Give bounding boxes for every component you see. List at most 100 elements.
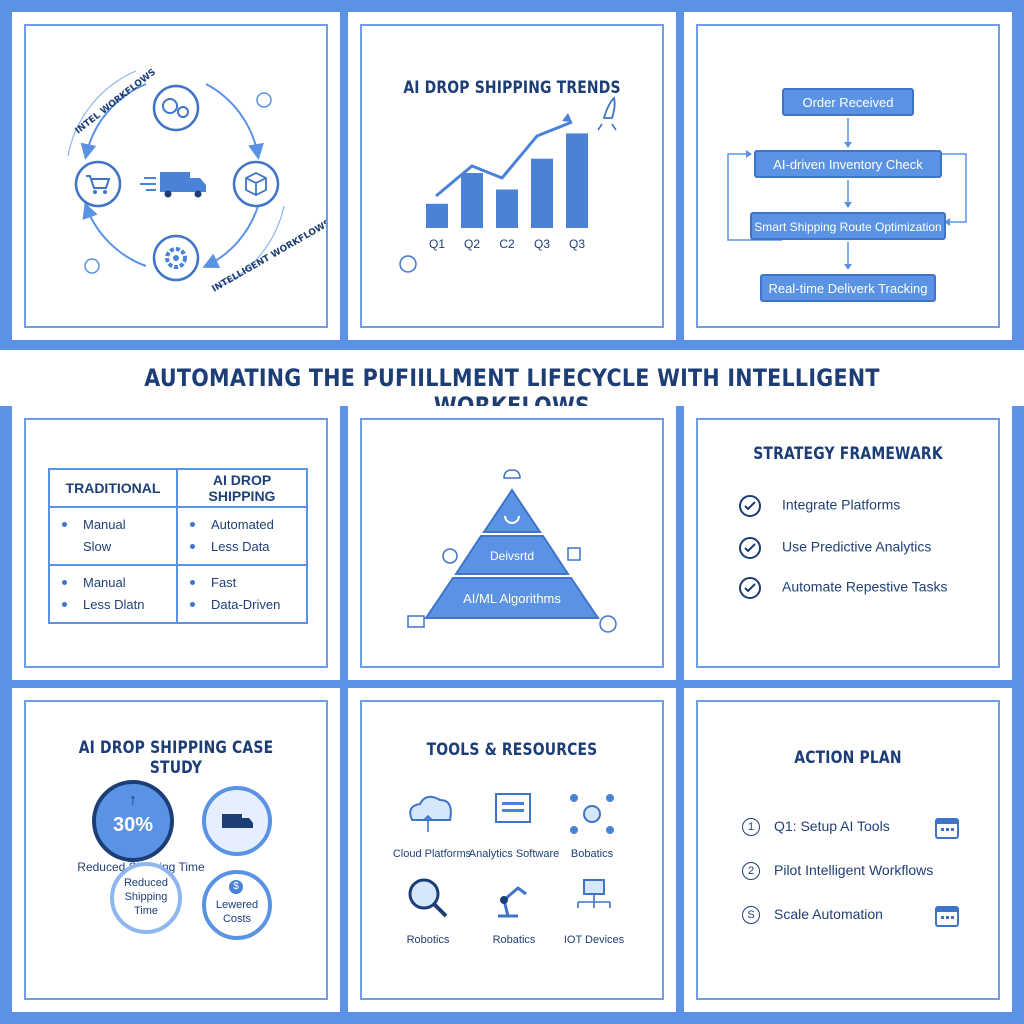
chart-bar	[461, 173, 483, 228]
tool-label: Robotics	[406, 934, 450, 946]
tile-strategy: STRATEGY FRAMEWARK Integrate Platforms U…	[684, 406, 1012, 680]
arrow-up-icon: ↑	[129, 792, 137, 809]
reduced-circle-label: Reduced Shipping Time	[123, 877, 169, 917]
table-cell: Manual Slow	[48, 506, 178, 566]
title-band	[0, 350, 1024, 406]
brain-icon	[399, 255, 417, 273]
tile-action: ACTION PLAN 1 Q1: Setup AI Tools 2 Pilot I…	[684, 688, 1012, 1012]
monitor-icon	[407, 615, 425, 628]
comparison-header-traditional: TRADITIONAL	[48, 468, 178, 508]
action-step: 2 Pilot Intelligent Workflows	[742, 862, 934, 881]
gears-icon	[152, 84, 200, 132]
chart-category-label: Q2	[464, 237, 480, 251]
step-number: 1	[742, 818, 760, 837]
cloud-icon	[409, 795, 452, 832]
tile-flow: Order Received AI-driven Inventory Check…	[684, 12, 1012, 340]
cycle-top-label: INTEL WORKFLOWS	[74, 67, 158, 136]
tile-tools: TOOLS & RESOURCES Cloud Platforms Analyt…	[348, 688, 676, 1012]
user-gear-icon	[599, 615, 617, 633]
chart-bar	[566, 133, 588, 228]
pyramid-top	[482, 488, 542, 533]
step-text: Pilot Intelligent Workflows	[774, 862, 934, 878]
action-panel: ACTION PLAN 1 Q1: Setup AI Tools 2 Pilot I…	[696, 700, 1000, 1000]
tool-label: Robatics	[492, 934, 536, 946]
step-number: 2	[742, 862, 760, 881]
check-circle-icon	[739, 577, 761, 599]
truck-icon	[140, 172, 206, 198]
truck-icon	[222, 814, 253, 828]
brain-icon	[442, 548, 458, 564]
stat-circle: ↑ 30%	[92, 780, 174, 862]
calendar-icon	[935, 906, 959, 927]
pyramid-middle-label: Deivsrtd	[490, 549, 534, 563]
cell-text: Automated	[211, 517, 274, 532]
tile-comparison: TRADITIONAL AI DROP SHIPPING Manual Slow…	[12, 406, 340, 680]
reduced-circle: Reduced Shipping Time	[110, 862, 182, 934]
case-study-title: AI DROP SHIPPING CASE STUDY	[78, 738, 274, 778]
pyramid-bottom-label: AI/ML Algorithms	[463, 591, 561, 606]
chart-bar	[531, 158, 553, 228]
tools-title: TOOLS & RESOURCES	[426, 740, 598, 760]
flow-step-3: Smart Shipping Route Optimization	[750, 212, 946, 240]
comparison-panel: TRADITIONAL AI DROP SHIPPING Manual Slow…	[24, 418, 328, 668]
cycle-bottom-label: INTELLIGENT WORKFLOWS	[211, 218, 327, 294]
case-study-panel: AI DROP SHIPPING CASE STUDY ↑ 30% Reduce…	[24, 700, 328, 1000]
comparison-header-ai: AI DROP SHIPPING	[176, 468, 308, 508]
trends-title: AI DROP SHIPPING TRENDS	[403, 78, 621, 98]
step-number: S	[742, 906, 760, 925]
strategy-item: Integrate Platforms	[738, 494, 900, 518]
chart-category-label: Q3	[534, 237, 550, 251]
cycle-diagram: INTEL WORKFLOWS INTELLIGENT WORKFLOWS	[67, 67, 327, 295]
table-cell: Fast Data-Driven	[176, 564, 308, 624]
chip-icon	[567, 547, 581, 561]
costs-circle-label: Lewered Costs	[215, 899, 259, 925]
stat-value: 30%	[112, 814, 154, 836]
table-cell: Manual Less Dlatn	[48, 564, 178, 624]
cell-text: Manual	[83, 517, 126, 532]
step-text: Q1: Setup AI Tools	[774, 818, 890, 834]
action-title: ACTION PLAN	[794, 748, 902, 768]
tile-cycle: INTEL WORKFLOWS INTELLIGENT WORKFLOWS	[12, 12, 340, 340]
trend-line	[435, 120, 573, 198]
magnifier-icon	[408, 878, 448, 918]
pyramid-bottom	[424, 577, 600, 619]
cell-text: Less Data	[211, 539, 270, 554]
gear-icon	[152, 234, 200, 282]
step-text: Scale Automation	[774, 906, 883, 922]
flow-step-1: Order Received	[782, 88, 914, 116]
box-icon	[232, 160, 280, 208]
main-title: AUTOMATING THE PUFIILLMENT LIFECYCLE WIT…	[144, 364, 880, 420]
network-icon	[570, 794, 614, 834]
trend-arrowhead	[562, 113, 572, 122]
pyramid-diagram: Deivsrtd AI/ML Algorithms	[407, 469, 617, 633]
comparison-table: TRADITIONAL AI DROP SHIPPING Manual Slow…	[48, 468, 308, 624]
rocket-icon	[597, 96, 617, 131]
action-step: S Scale Automation	[742, 906, 883, 925]
tool-label: Analytics Software	[468, 848, 560, 860]
iot-icon	[577, 879, 611, 908]
cart-icon	[74, 160, 122, 208]
tool-label: Bobatics	[570, 848, 614, 860]
cell-text: Fast	[211, 575, 237, 590]
tool-label: IOT Devices	[563, 934, 625, 946]
chart-category-label: Q3	[569, 237, 585, 251]
tool-label: Cloud Platforms	[392, 848, 472, 860]
tile-pyramid: Deivsrtd AI/ML Algorithms	[348, 406, 676, 680]
strategy-item: Automate Repestive Tasks	[738, 576, 948, 600]
strategy-panel: STRATEGY FRAMEWARK Integrate Platforms U…	[696, 418, 1000, 668]
cell-text: Slow	[83, 539, 112, 554]
brain-icon	[84, 92, 272, 274]
cell-text: Manual	[83, 575, 126, 590]
cloud-icon	[503, 469, 521, 479]
chart-category-label: C2	[499, 237, 515, 251]
flow-panel: Order Received AI-driven Inventory Check…	[696, 24, 1000, 328]
tools-panel: TOOLS & RESOURCES Cloud Platforms Analyt…	[360, 700, 664, 1000]
strategy-item: Use Predictive Analytics	[738, 536, 931, 560]
dollar-icon: $	[229, 880, 243, 894]
cell-text: Less Dlatn	[83, 597, 145, 612]
check-circle-icon	[739, 495, 761, 517]
strategy-title: STRATEGY FRAMEWARK	[753, 444, 943, 464]
